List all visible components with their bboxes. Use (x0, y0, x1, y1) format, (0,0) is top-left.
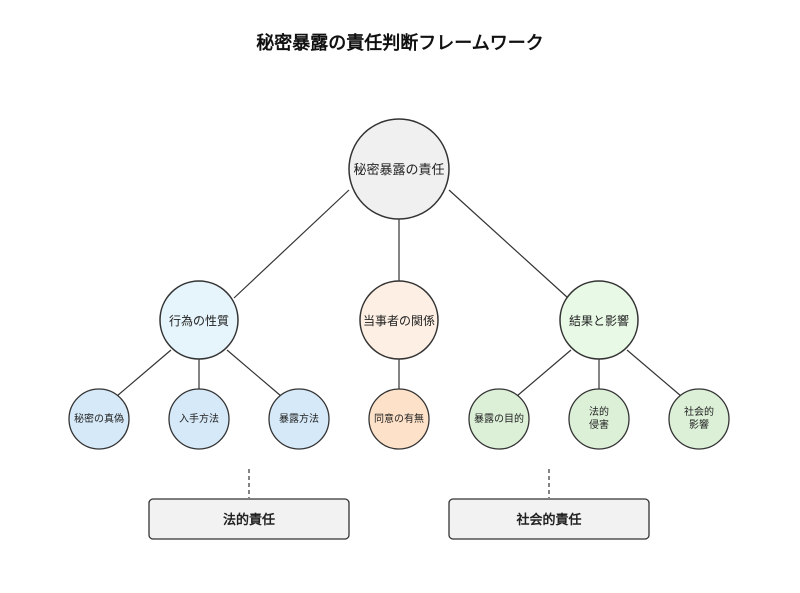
leaf-label: 秘密の真偽 (74, 412, 124, 425)
leaf-nature-1: 秘密の真偽 (68, 388, 130, 450)
diagram-title: 秘密暴露の責任判断フレームワーク (256, 32, 543, 54)
leaf-label-line2: 侵害 (589, 418, 609, 431)
root-label: 秘密暴露の責任 (353, 162, 444, 178)
leaf-nature-3: 暴露方法 (268, 388, 330, 450)
root-circle (348, 118, 450, 220)
leaf-circle (568, 388, 630, 450)
legal-responsibility-box: 法的責任 (148, 498, 350, 540)
leaf-impact-3: 社会的 影響 (668, 388, 730, 450)
leaf-circle (668, 388, 730, 450)
edge-nature-leaf1 (116, 349, 172, 397)
impact-label: 結果と影響 (569, 313, 629, 328)
connectors (116, 189, 682, 397)
social-box-rect (448, 498, 650, 540)
leaf-circle (468, 388, 530, 450)
leaf-circle (168, 388, 230, 450)
leaf-label: 暴露の目的 (474, 412, 524, 425)
legal-box-rect (148, 498, 350, 540)
leaf-relation-1: 同意の有無 (368, 388, 430, 450)
edge-nature-leaf3 (226, 349, 282, 397)
leaf-label-line1: 社会的 (684, 405, 714, 418)
leaf-impact-1: 暴露の目的 (468, 388, 530, 450)
category-impact: 結果と影響 (559, 280, 639, 360)
leaf-label-line2: 影響 (689, 418, 709, 431)
impact-circle (559, 280, 639, 360)
leaf-label-line1: 法的 (589, 405, 609, 418)
nature-label: 行為の性質 (169, 313, 229, 328)
edge-impact-leaf1 (516, 349, 572, 397)
edge-root-impact (448, 189, 569, 299)
dashed-connectors (248, 469, 550, 498)
leaf-circle (368, 388, 430, 450)
leaf-label: 暴露方法 (279, 412, 319, 425)
social-responsibility-box: 社会的責任 (448, 498, 650, 540)
root-node: 秘密暴露の責任 (348, 118, 450, 220)
relation-circle (359, 280, 439, 360)
leaf-circle (268, 388, 330, 450)
edge-root-nature (233, 189, 350, 299)
edge-impact-leaf3 (626, 349, 682, 397)
social-box-label: 社会的責任 (515, 512, 581, 528)
leaf-impact-2: 法的 侵害 (568, 388, 630, 450)
category-nature: 行為の性質 (159, 280, 239, 360)
leaf-label: 同意の有無 (374, 412, 424, 425)
category-relation: 当事者の関係 (359, 280, 439, 360)
leaf-label: 入手方法 (179, 412, 219, 425)
nature-circle (159, 280, 239, 360)
relation-label: 当事者の関係 (363, 314, 435, 328)
leaf-nature-2: 入手方法 (168, 388, 230, 450)
legal-box-label: 法的責任 (223, 512, 275, 528)
leaf-circle (68, 388, 130, 450)
